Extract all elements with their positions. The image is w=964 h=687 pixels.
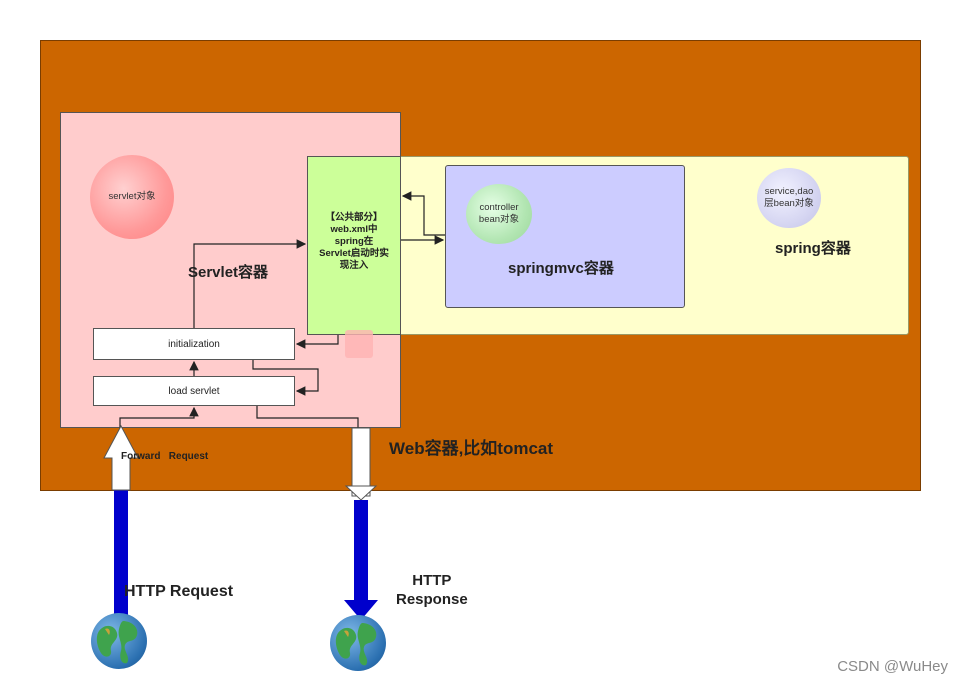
load-to-response-line [256, 406, 359, 428]
web-container-label: Web容器,比如tomcat [389, 439, 554, 458]
load-servlet-step: load servlet [93, 376, 295, 406]
servlet-container-label: Servlet容器 [188, 264, 269, 281]
servlet-object-label: servlet对象 [108, 191, 156, 202]
controller-bean-bubble: controller bean对象 [466, 184, 532, 244]
http-response-arrow [344, 427, 378, 620]
watermark: CSDN @WuHey [837, 658, 948, 675]
controller-bean-line1: controller [479, 202, 519, 213]
controller-bean-line2: bean对象 [478, 214, 520, 225]
shared-part-box [307, 156, 401, 335]
service-dao-line2: 层bean对象 [764, 198, 814, 209]
http-response-line2: Response [396, 591, 468, 608]
initialization-to-shared-arrow [193, 239, 307, 328]
client-globe-icon [91, 613, 147, 669]
marker-square [345, 330, 373, 358]
initialization-label: initialization [168, 338, 220, 350]
service-dao-bubble: service,dao 层bean对象 [757, 168, 821, 228]
http-request-label: HTTP Request [124, 583, 234, 600]
initialization-to-load-loop [252, 360, 319, 396]
load-servlet-label: load servlet [168, 385, 220, 397]
shared-to-initialization-arrow [295, 335, 339, 349]
forward-to-load-arrow [119, 406, 199, 428]
spring-container-label: spring容器 [775, 240, 851, 257]
flow-lines [119, 191, 445, 428]
springmvc-to-shared-arrow [401, 191, 445, 236]
http-request-arrow [103, 424, 139, 618]
springmvc-container-label: springmvc容器 [508, 260, 614, 277]
shared-part-text: 【公共部分】 web.xml中 spring在 Servlet启动时实 现注入 [319, 212, 389, 271]
forward-request-label: Forward Request [121, 451, 209, 462]
initialization-step: initialization [93, 328, 295, 360]
server-globe-icon [330, 615, 386, 671]
service-dao-line1: service,dao [764, 186, 814, 197]
http-response-label: HTTP Response [396, 571, 468, 609]
servlet-object-bubble: servlet对象 [90, 155, 174, 239]
http-response-line1: HTTP [412, 572, 452, 589]
